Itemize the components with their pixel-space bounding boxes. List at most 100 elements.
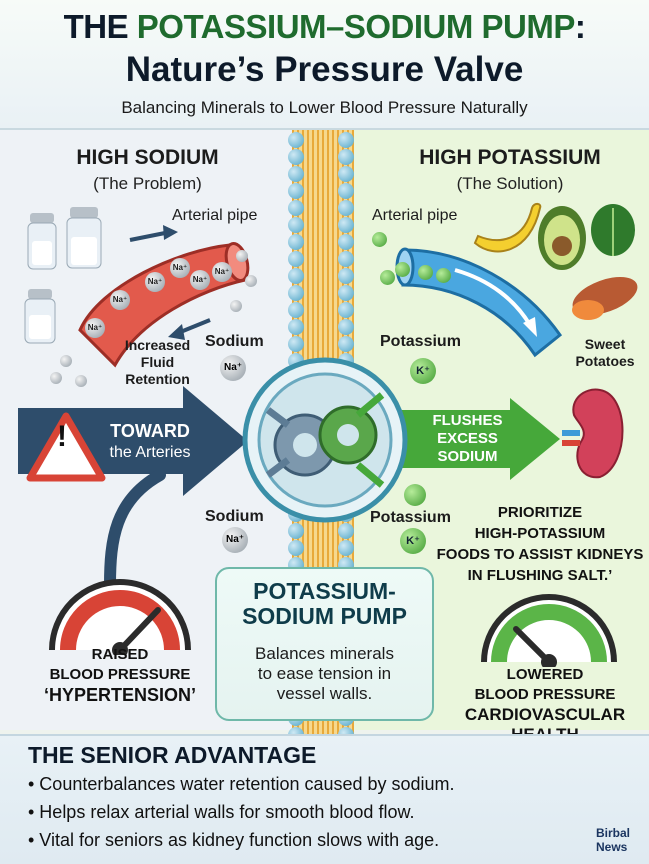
lowered-line3: CARDIOVASCULAR — [464, 705, 626, 724]
raised-pressure-gauge-icon — [49, 579, 191, 655]
high-potassium-heading: HIGH POTASSIUM — [419, 146, 601, 169]
sweet-potato-icon — [572, 276, 638, 320]
membrane-bead — [288, 336, 304, 352]
salt-shaker-icons — [24, 207, 102, 344]
lowered-line2: BLOOD PRESSURE — [474, 686, 616, 703]
retention-line1: Increased — [124, 337, 191, 353]
toward-arteries-text: TOWARD the Arteries — [90, 420, 210, 464]
title-highlight: POTASSIUM–SODIUM PUMP — [136, 8, 576, 45]
pump-description: Balances minerals to ease tension in ves… — [217, 644, 432, 704]
pump-description-box: POTASSIUM- SODIUM PUMP Balances minerals… — [215, 567, 434, 721]
membrane-bead — [338, 166, 354, 182]
sodium-particle — [230, 300, 242, 312]
page-title-line2: Nature’s Pressure Valve — [125, 50, 524, 89]
potassium-particle — [404, 484, 426, 506]
gear-green-icon — [318, 405, 378, 465]
avocado-icon — [538, 206, 586, 270]
membrane-bead — [338, 132, 354, 148]
raised-line3: ‘HYPERTENSION’ — [43, 685, 197, 705]
sodium-ion: Na⁺ — [145, 272, 165, 292]
tip-line2: HIGH-POTASSIUM — [474, 525, 606, 542]
salt-shaker-icon — [27, 213, 57, 270]
title-prefix: THE — [63, 8, 137, 45]
high-potassium-subheading: (The Solution) — [456, 174, 564, 193]
membrane-bead — [338, 251, 354, 267]
flush-line2: EXCESS — [437, 430, 498, 447]
flush-line3: SODIUM — [437, 448, 498, 465]
pump-desc-line1: Balances minerals — [255, 644, 394, 663]
retention-line3: Retention — [125, 371, 190, 387]
sodium-top-ion: Na⁺ — [220, 355, 246, 381]
membrane-bead — [288, 302, 304, 318]
kidney-icon — [562, 388, 624, 479]
sodium-ion: Na⁺ — [190, 270, 210, 290]
header — [0, 0, 649, 130]
membrane-bead — [338, 319, 354, 335]
flushes-sodium-text: FLUSHES EXCESS SODIUM — [420, 412, 515, 466]
potassium-particle — [380, 270, 395, 285]
pump-gear-icon — [242, 357, 408, 523]
membrane-bead — [338, 200, 354, 216]
sodium-bottom-label: Sodium — [205, 508, 264, 525]
pump-desc-line3: vessel walls. — [276, 684, 373, 703]
sodium-ion: Na⁺ — [170, 258, 190, 278]
tip-line1: PRIORITIZE — [497, 504, 583, 521]
potassium-foods-icons — [473, 202, 638, 320]
raised-line2: BLOOD PRESSURE — [49, 666, 191, 683]
food-line1: Sweet — [584, 336, 626, 352]
sodium-bottom-ion: Na⁺ — [222, 527, 248, 553]
potassium-particle — [372, 232, 387, 247]
high-sodium-heading: HIGH SODIUM — [76, 146, 219, 169]
membrane-bead — [338, 336, 354, 352]
advantage-bullet-3: • Vital for seniors as kidney function s… — [28, 830, 440, 850]
potassium-top-ion: K⁺ — [410, 358, 436, 384]
sodium-ion: Na⁺ — [110, 290, 130, 310]
title-suffix: : — [574, 8, 586, 45]
senior-advantage-section: THE SENIOR ADVANTAGE • Counterbalances w… — [0, 734, 649, 864]
membrane-bead — [338, 540, 354, 556]
potassium-bottom-ion: K⁺ — [400, 528, 426, 554]
membrane-bead — [288, 268, 304, 284]
fluid-retention-label: Increased Fluid Retention — [120, 337, 195, 388]
logo-line1: Birbal — [596, 826, 631, 840]
membrane-bead — [338, 149, 354, 165]
membrane-bead — [338, 268, 354, 284]
pump-desc-line2: to ease tension in — [257, 664, 392, 683]
pump-title-line2: SODIUM PUMP — [242, 603, 407, 629]
page-title: THE POTASSIUM–SODIUM PUMP: — [0, 8, 649, 46]
toward-line2: the Arteries — [109, 444, 191, 461]
sodium-particle — [75, 375, 87, 387]
toward-arteries-arrow — [18, 386, 248, 496]
right-pipe-label: Arterial pipe — [372, 207, 458, 224]
membrane-bead — [288, 319, 304, 335]
lowered-pressure-gauge-icon — [481, 594, 617, 667]
sodium-particle — [60, 355, 72, 367]
potassium-particle — [418, 265, 433, 280]
salt-shaker-icon-2 — [66, 207, 102, 269]
lowered-pressure-label: LOWERED BLOOD PRESSURE CARDIOVASCULAR HE… — [440, 665, 649, 745]
membrane-bead — [288, 149, 304, 165]
membrane-bead — [288, 251, 304, 267]
membrane-bead — [288, 132, 304, 148]
toward-line1: TOWARD — [110, 421, 190, 441]
membrane-bead — [288, 234, 304, 250]
salt-shaker-icon-3 — [24, 289, 56, 344]
membrane-bead — [288, 200, 304, 216]
flushes-sodium-arrow — [395, 398, 560, 480]
senior-advantage-title: THE SENIOR ADVANTAGE — [28, 742, 317, 768]
flush-line1: FLUSHES — [432, 412, 503, 429]
birbal-news-logo: Birbal News — [596, 826, 648, 854]
potassium-bottom-label: Potassium — [370, 509, 451, 526]
pump-title-line1: POTASSIUM- — [253, 578, 396, 604]
potassium-particle — [436, 268, 451, 283]
left-pipe-label: Arterial pipe — [172, 207, 258, 224]
sodium-ion: Na⁺ — [212, 262, 232, 282]
retention-line2: Fluid — [140, 354, 175, 370]
raised-line1: RAISED — [91, 646, 149, 663]
advantage-bullet-2: • Helps relax arterial walls for smooth … — [28, 802, 415, 822]
advantage-bullet-1: • Counterbalances water retention caused… — [28, 774, 455, 794]
membrane-bead — [288, 540, 304, 556]
membrane-bead — [338, 234, 354, 250]
food-line2: Potatoes — [575, 353, 635, 369]
membrane-bead — [288, 523, 304, 539]
